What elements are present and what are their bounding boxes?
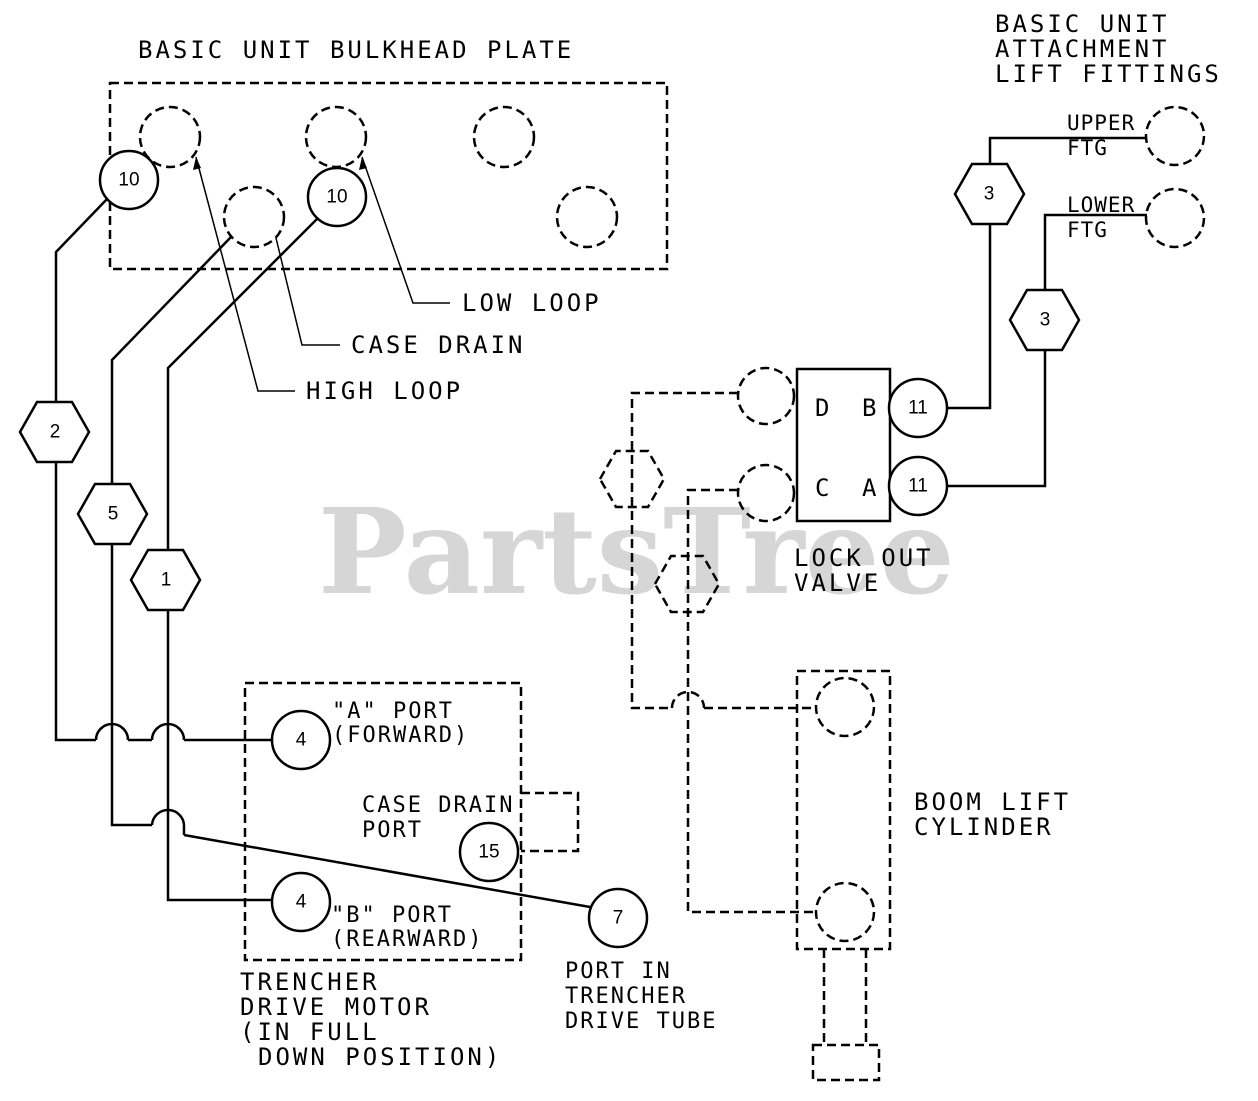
- attachment-title-3: LIFT FITTINGS: [995, 60, 1222, 88]
- lockout-valve-label-2: VALVE: [794, 569, 881, 597]
- lockout-port-c-fitting: [736, 463, 796, 523]
- upper-ftg-label-2: FTG: [1067, 136, 1108, 160]
- hose-dashed-jump: [670, 690, 706, 709]
- lockout-port-d-fitting: [736, 366, 796, 426]
- motor-label-2: DRIVE MOTOR: [240, 993, 432, 1021]
- callout-circle-10a: [98, 149, 160, 211]
- upper-fitting: [1144, 105, 1206, 167]
- callout-circle-10b: [306, 166, 368, 228]
- a-port-label-1: "A" PORT: [332, 699, 454, 724]
- callout-hex-3a: [953, 162, 1026, 226]
- callout-hex-3b: [1008, 288, 1081, 352]
- lockout-port-b-label: B: [862, 394, 879, 422]
- bulkhead-port-spare-1: [472, 105, 536, 169]
- motor-label-4: DOWN POSITION): [258, 1043, 502, 1071]
- lower-ftg-label-2: FTG: [1067, 218, 1108, 242]
- callout-hex-2: [18, 400, 91, 464]
- callout-4a-text: 4: [296, 730, 307, 751]
- callout-hex-dashed-2: [653, 554, 721, 614]
- bulkhead-port-low-loop: [304, 105, 368, 169]
- callout-hex-dashed-1: [598, 449, 666, 509]
- boom-label-1: BOOM LIFT: [914, 788, 1071, 816]
- bulkhead-title: BASIC UNIT BULKHEAD PLATE: [138, 36, 574, 64]
- boom-label-2: CYLINDER: [914, 813, 1054, 841]
- callout-circle-15: [458, 821, 520, 883]
- callout-hex-5: [76, 482, 149, 546]
- hose-3-upper-line: [947, 136, 1147, 410]
- callout-15-text: 15: [478, 842, 499, 863]
- hose-dashed-c-line: [686, 488, 815, 914]
- boom-lift-cylinder: [795, 669, 892, 951]
- bulkhead-port-case-drain: [222, 185, 286, 249]
- bulkhead-port-spare-2: [555, 185, 619, 249]
- attachment-title-1: BASIC UNIT: [995, 10, 1170, 38]
- arrowhead-low-loop: [359, 157, 367, 170]
- low-loop-label: LOW LOOP: [462, 289, 602, 317]
- leader-low-loop: [361, 156, 450, 304]
- lockout-port-c-label: C: [815, 474, 832, 502]
- hose-5-seg: [183, 833, 591, 909]
- callout-2-text: 2: [50, 422, 61, 443]
- b-port-label-1: "B" PORT: [331, 903, 453, 928]
- callout-circle-4b: [270, 871, 332, 933]
- case-drain-port-housing: [521, 791, 580, 853]
- case-drain-port-label-1: CASE DRAIN: [362, 793, 514, 818]
- trencher-drive-motor: [243, 681, 523, 962]
- hose-1-line: [166, 217, 319, 902]
- case-drain-label: CASE DRAIN: [351, 331, 526, 359]
- callout-3b-text: 3: [1040, 310, 1051, 331]
- callout-circle-7: [587, 887, 649, 949]
- bulkhead-port-high-loop: [138, 105, 202, 169]
- lockout-valve: [795, 367, 892, 523]
- leader-high-loop: [195, 156, 295, 392]
- case-drain-port-label-2: PORT: [362, 818, 423, 843]
- callout-5-text: 5: [108, 504, 119, 525]
- lower-fitting: [1144, 187, 1206, 249]
- hose-5-line: [110, 235, 233, 827]
- boom-cylinder-rod-end: [811, 1043, 881, 1082]
- boom-cylinder-port-bottom: [814, 881, 876, 943]
- lockout-port-d-label: D: [815, 394, 832, 422]
- callout-4b-text: 4: [296, 892, 307, 913]
- tube-label-3: DRIVE TUBE: [565, 1009, 717, 1034]
- callout-10b-text: 10: [326, 187, 347, 208]
- callout-10a-text: 10: [118, 170, 139, 191]
- a-port-label-2: (FORWARD): [332, 723, 469, 748]
- high-loop-label: HIGH LOOP: [306, 377, 463, 405]
- lockout-port-a-label: A: [862, 474, 879, 502]
- lockout-valve-label-1: LOCK OUT: [794, 544, 934, 572]
- motor-label-1: TRENCHER: [240, 968, 380, 996]
- boom-cylinder-port-top: [814, 676, 876, 738]
- callout-hex-1: [129, 548, 202, 612]
- hose-dashed-d-line: [630, 391, 738, 710]
- tube-label-2: TRENCHER: [565, 984, 687, 1009]
- leader-case-drain: [275, 237, 340, 346]
- bulkhead-plate: [108, 81, 669, 271]
- callout-7-text: 7: [613, 908, 624, 929]
- callout-11b-text: 11: [908, 476, 928, 497]
- lower-ftg-label-1: LOWER: [1067, 193, 1135, 217]
- motor-label-3: (IN FULL: [240, 1018, 380, 1046]
- arrowhead-high-loop: [193, 157, 201, 170]
- callout-circle-4a: [270, 709, 332, 771]
- callout-3a-text: 3: [984, 184, 995, 205]
- callout-11a-text: 11: [908, 398, 928, 419]
- hose-2-line: [54, 197, 109, 742]
- tube-label-1: PORT IN: [565, 959, 672, 984]
- attachment-title-2: ATTACHMENT: [995, 35, 1170, 63]
- b-port-label-2: (REARWARD): [331, 927, 483, 952]
- callout-1-text: 1: [161, 570, 172, 591]
- upper-ftg-label-1: UPPER: [1067, 111, 1135, 135]
